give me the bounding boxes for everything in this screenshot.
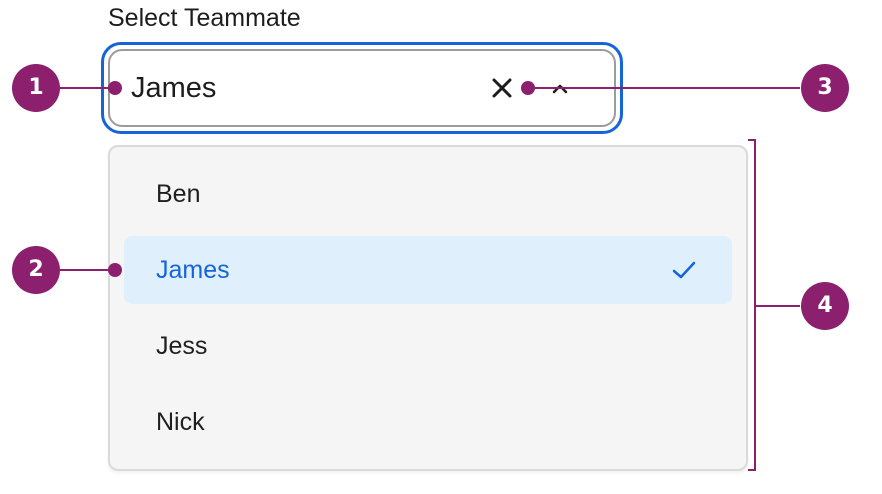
option-label: Ben bbox=[156, 180, 201, 208]
option-jess[interactable]: Jess bbox=[124, 312, 732, 380]
option-label: James bbox=[156, 256, 230, 284]
callout-badge-2: 2 bbox=[12, 246, 60, 294]
callout-badge-4: 4 bbox=[801, 282, 849, 330]
close-icon[interactable] bbox=[491, 77, 513, 99]
option-label: Jess bbox=[156, 332, 208, 360]
callout-badge-1: 1 bbox=[12, 64, 60, 112]
option-nick[interactable]: Nick bbox=[124, 388, 732, 456]
callout-badge-3: 3 bbox=[801, 64, 849, 112]
check-icon bbox=[672, 261, 696, 279]
callout-4-bracket bbox=[748, 139, 756, 471]
option-label: Nick bbox=[156, 408, 205, 436]
selected-value: James bbox=[131, 72, 217, 104]
option-ben[interactable]: Ben bbox=[124, 160, 732, 228]
field-label: Select Teammate bbox=[108, 4, 301, 32]
option-james[interactable]: James bbox=[124, 236, 732, 304]
chevron-up-icon[interactable] bbox=[552, 83, 568, 95]
dropdown-menu bbox=[108, 145, 748, 471]
